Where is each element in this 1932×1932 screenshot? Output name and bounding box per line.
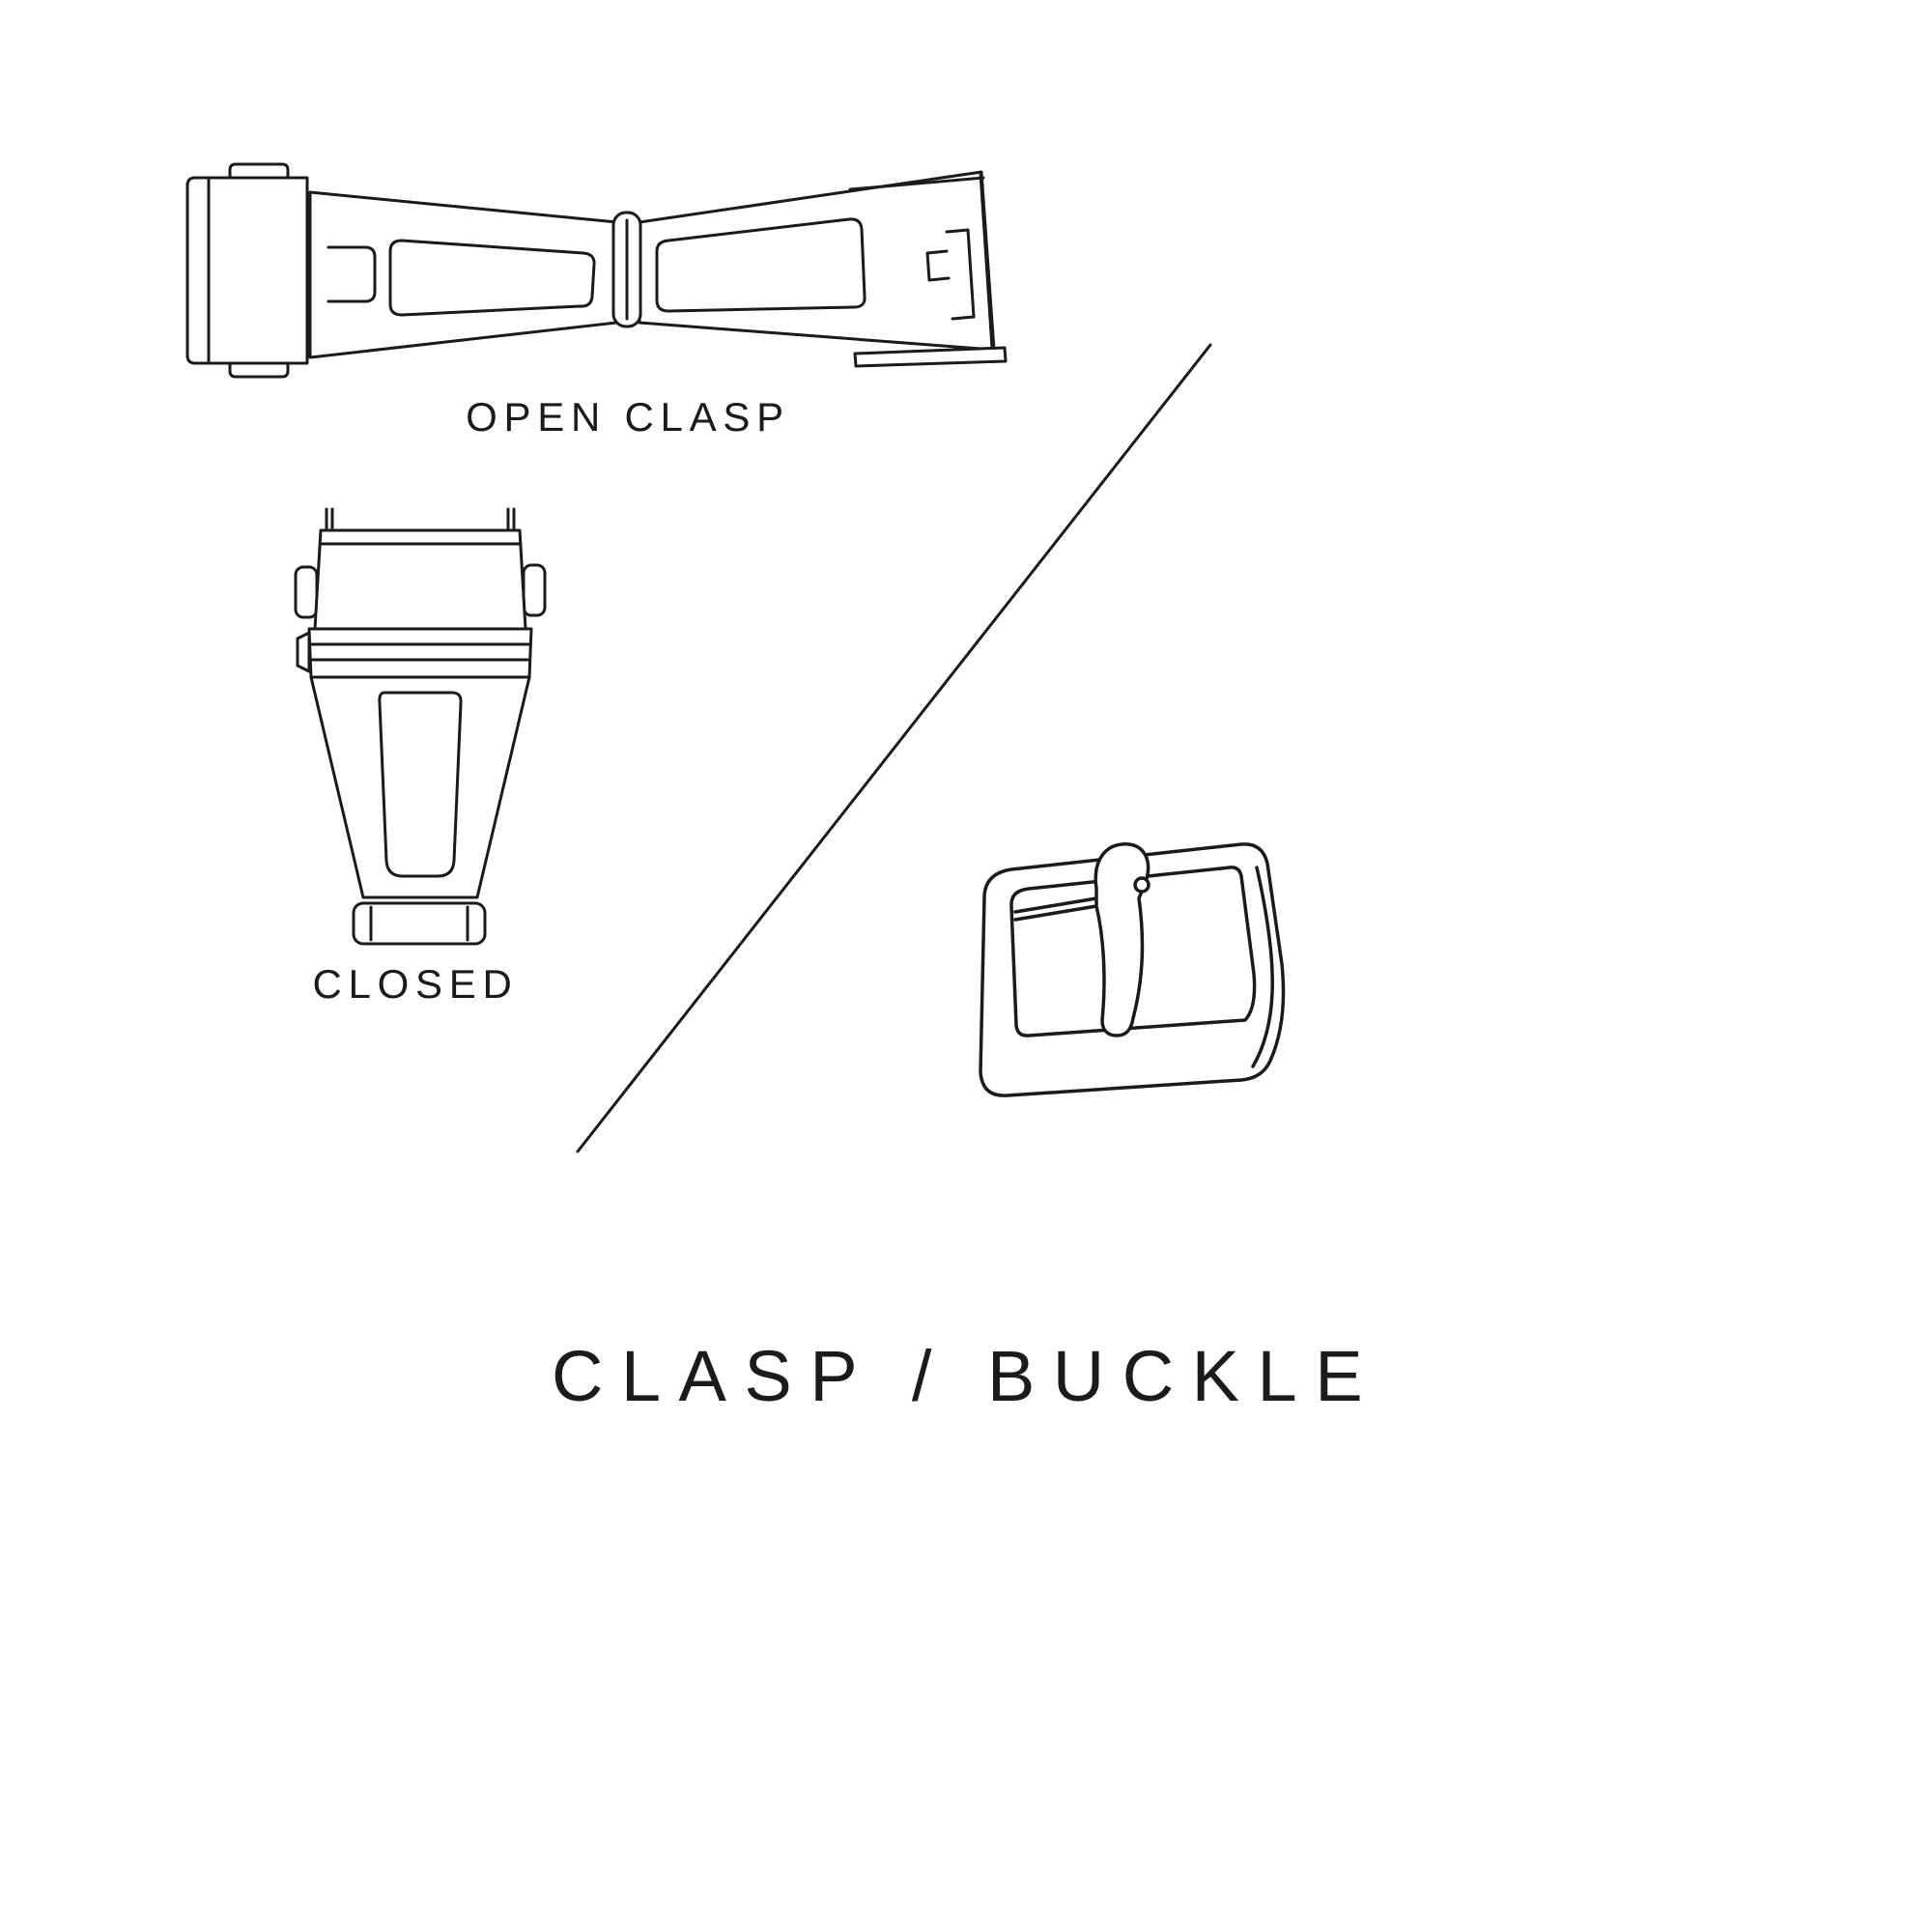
- closed-clasp-band: [296, 627, 533, 679]
- open-clasp-caption: OPEN CLASP: [466, 394, 790, 440]
- closed-clasp-prongs: [325, 507, 516, 534]
- page-title: CLASP / BUCKLE: [551, 1336, 1381, 1416]
- closed-clasp-figure: [290, 507, 551, 961]
- closed-clasp-illustration-icon: [294, 507, 547, 946]
- open-clasp-left-strap: [308, 190, 618, 359]
- closed-clasp-caption: CLOSED: [312, 961, 519, 1007]
- open-clasp-hinge: [611, 211, 642, 328]
- buckle-figure: [952, 829, 1299, 1119]
- buckle-tang: [1094, 842, 1151, 1037]
- closed-clasp-bottom-cap: [352, 901, 487, 946]
- closed-clasp-top-block: [313, 528, 527, 631]
- tang-buckle-illustration-icon: [979, 842, 1286, 1097]
- open-clasp-illustration-icon: [185, 162, 1008, 379]
- open-clasp-right-strap: [638, 170, 1008, 368]
- open-clasp-fold-block: [185, 162, 309, 379]
- closed-clasp-body: [309, 675, 531, 899]
- buckle-pin: [1013, 896, 1098, 922]
- open-clasp-figure: [174, 145, 1024, 386]
